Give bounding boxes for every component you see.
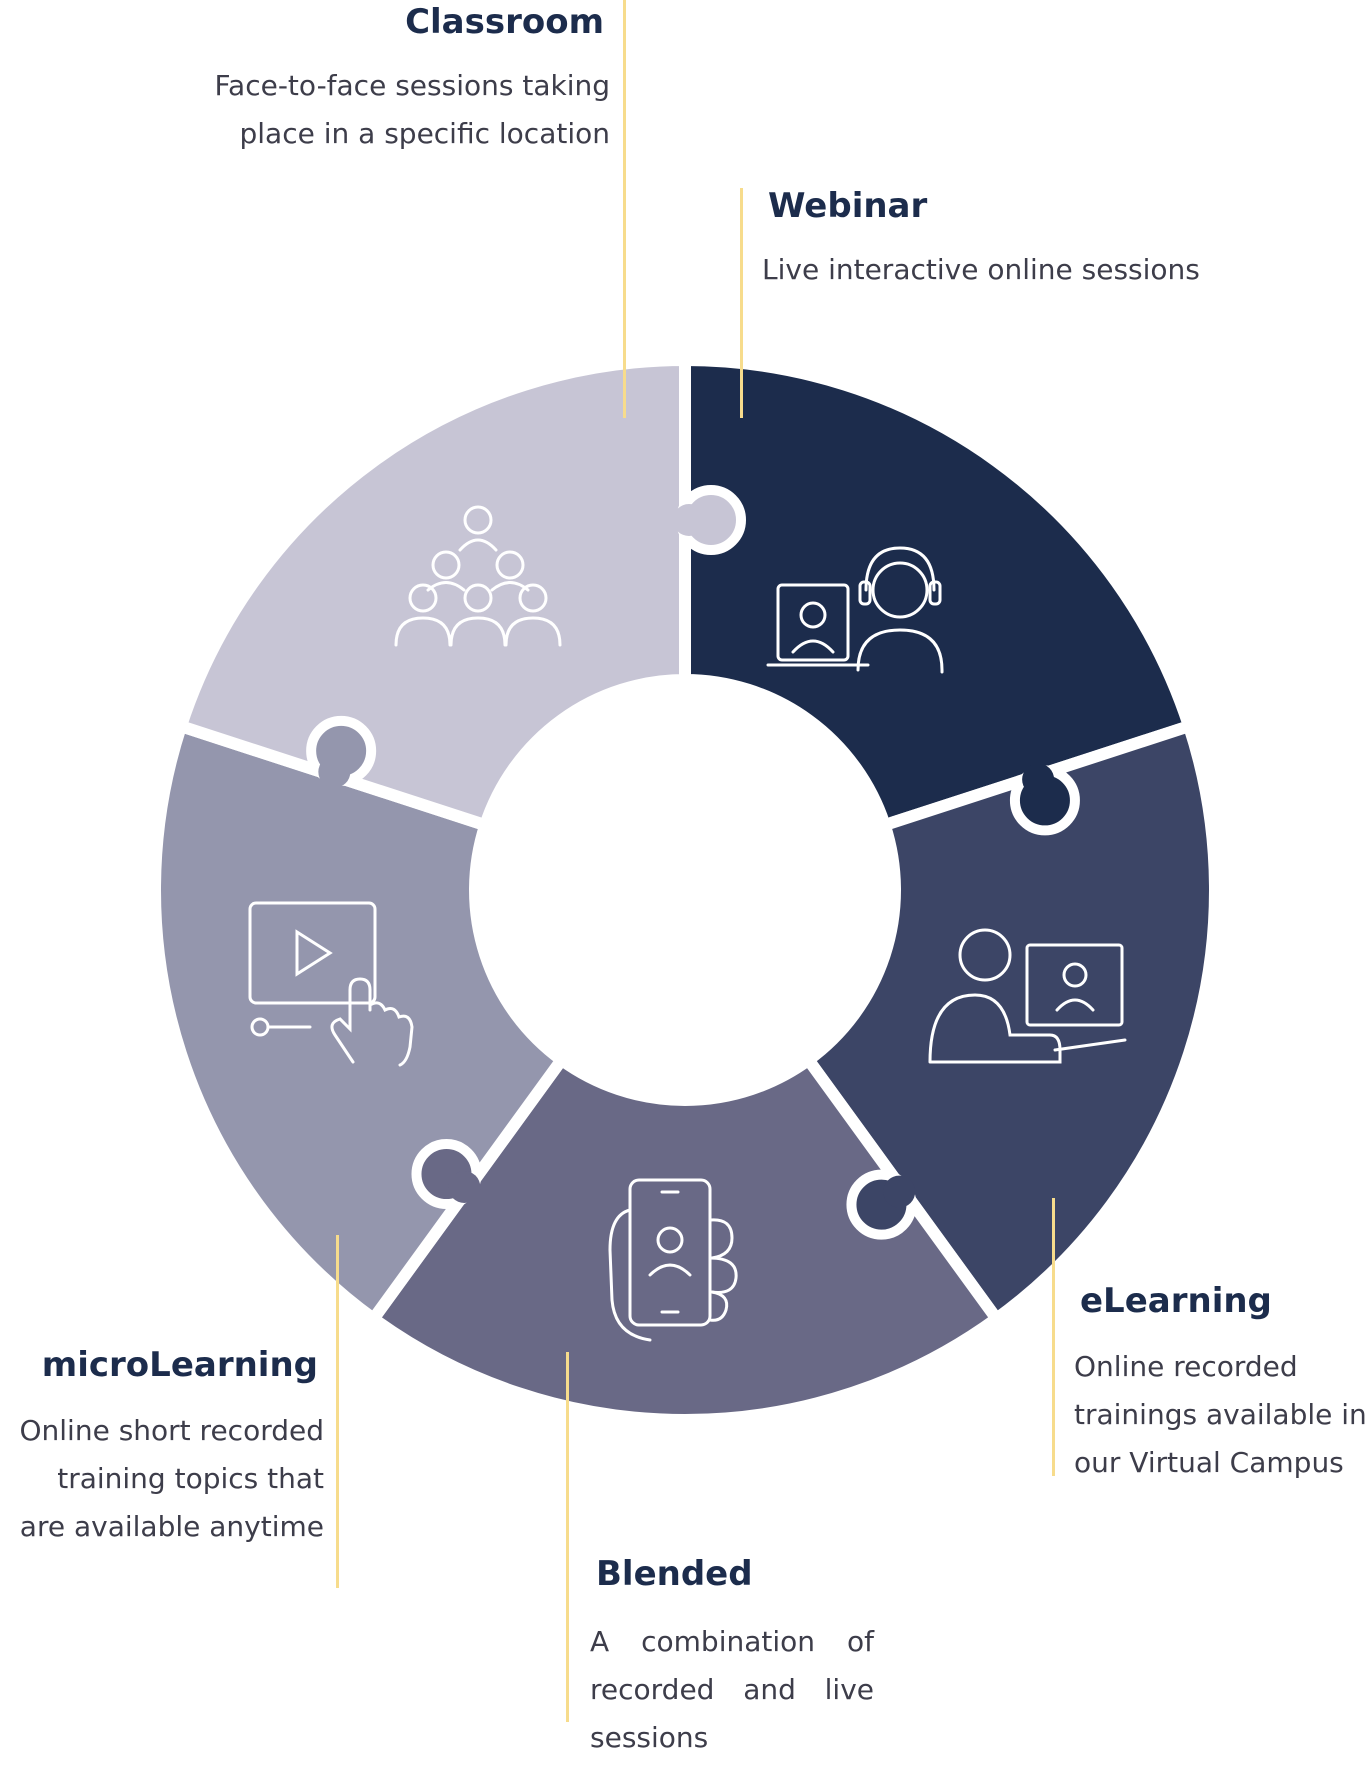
webinar-title: Webinar (762, 188, 934, 225)
webinar-description: Live interactive online sessions (762, 253, 1200, 286)
classroom-description: Face-to-face sessions taking place in a … (214, 69, 610, 150)
classroom-segment (679, 354, 1196, 832)
webinar-segment (802, 720, 1221, 1325)
elearning-segment (367, 1053, 1003, 1426)
microlearning-title: microLearning (35, 1347, 325, 1384)
blended-description: A combination of recorded and live sessi… (590, 1625, 874, 1754)
webinar-label: Webinar Live interactive online sessions (762, 188, 1242, 294)
elearning-title: eLearning (1074, 1283, 1278, 1320)
microlearning-segment (174, 354, 691, 832)
classroom-title: Classroom (399, 4, 610, 41)
center-hole (479, 684, 891, 1096)
group-of-people-icon (394, 505, 562, 647)
elearning-description: Online recorded trainings available in o… (1074, 1350, 1367, 1479)
headset-video-call-icon (766, 546, 944, 674)
elearning-label: eLearning Online recorded trainings avai… (1074, 1283, 1370, 1487)
classroom-puzzle-neck (1022, 763, 1055, 796)
webinar-leader-line (740, 188, 743, 418)
blended-title: Blended (590, 1556, 759, 1593)
person-at-computer-icon (928, 928, 1127, 1064)
smartphone-video-icon (608, 1178, 738, 1342)
microlearning-label: microLearning Online short recorded trai… (10, 1347, 325, 1551)
microlearning-description: Online short recorded training topics th… (19, 1414, 324, 1543)
microlearning-leader-line (336, 1235, 339, 1588)
elearning-leader-line (1052, 1198, 1055, 1476)
wheel-segments (149, 354, 1221, 1426)
blended-puzzle-neck (318, 755, 351, 788)
video-play-touch-icon (248, 901, 414, 1067)
blended-leader-line (566, 1352, 569, 1722)
microlearning-puzzle-neck (673, 504, 705, 536)
blended-label: Blended A combination of recorded and li… (590, 1556, 874, 1762)
classroom-leader-line (623, 0, 626, 418)
webinar-puzzle-neck (883, 1175, 916, 1208)
elearning-puzzle-neck (448, 1170, 481, 1203)
classroom-label: Classroom Face-to-face sessions taking p… (150, 4, 610, 158)
